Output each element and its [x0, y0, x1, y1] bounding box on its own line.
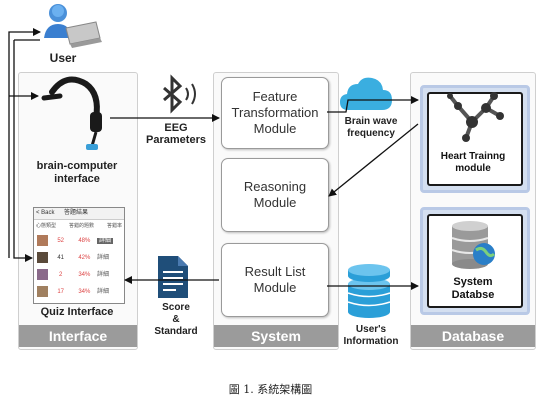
result-line2: Module: [253, 280, 297, 295]
feature-line1: Feature: [252, 89, 298, 104]
user-icon: [44, 4, 102, 48]
cloud-icon: [340, 77, 392, 110]
quiz-col-2: 答錯的題數: [68, 223, 94, 229]
quiz-interface-label: Quiz Interface: [40, 306, 114, 318]
connector-arrows: [8, 28, 419, 290]
interface-footer: Interface: [19, 325, 137, 347]
result-line1: Result List: [244, 264, 306, 279]
reasoning-line1: Reasoning: [243, 179, 307, 194]
quiz-screen: < Back 答題結果 心態類型 答錯的題數 答錯率 52 48% 詳細 41 …: [33, 207, 125, 304]
heart-training-inner: [427, 92, 523, 186]
feature-line2: Transformation: [231, 105, 319, 120]
quiz-row: 52 48% 詳細: [37, 235, 121, 248]
figure-caption: 圖 1. 系統架構圖: [228, 383, 313, 396]
bluetooth-icon: [163, 74, 196, 114]
user-label: User: [49, 51, 77, 65]
quiz-row: 41 42% 詳細: [37, 252, 121, 265]
database-cylinder-icon: [347, 264, 391, 318]
database-footer: Database: [411, 325, 535, 347]
feature-line3: Module: [253, 121, 297, 136]
eeg-headset-icon: [41, 76, 102, 150]
score-label: Score&Standard: [154, 302, 198, 337]
molecule-icon: [447, 92, 504, 142]
quiz-col-3: 答錯率: [106, 223, 122, 229]
reasoning-module: Reasoning Module: [221, 158, 329, 232]
quiz-title: 答題結果: [64, 210, 89, 216]
system-footer: System: [214, 325, 338, 347]
result-list-module: Result List Module: [221, 243, 329, 317]
heart-training-box: [420, 85, 530, 193]
quiz-back: < Back: [36, 210, 55, 216]
document-icon: [158, 256, 188, 298]
database-globe-icon: [451, 221, 496, 269]
feature-transformation-module: Feature Transformation Module: [221, 77, 329, 149]
reasoning-line2: Module: [253, 195, 297, 210]
quiz-col-1: 心態類型: [36, 223, 57, 229]
quiz-row: 17 34% 詳細: [37, 286, 121, 299]
quiz-row: 2 34% 詳細: [37, 269, 121, 282]
